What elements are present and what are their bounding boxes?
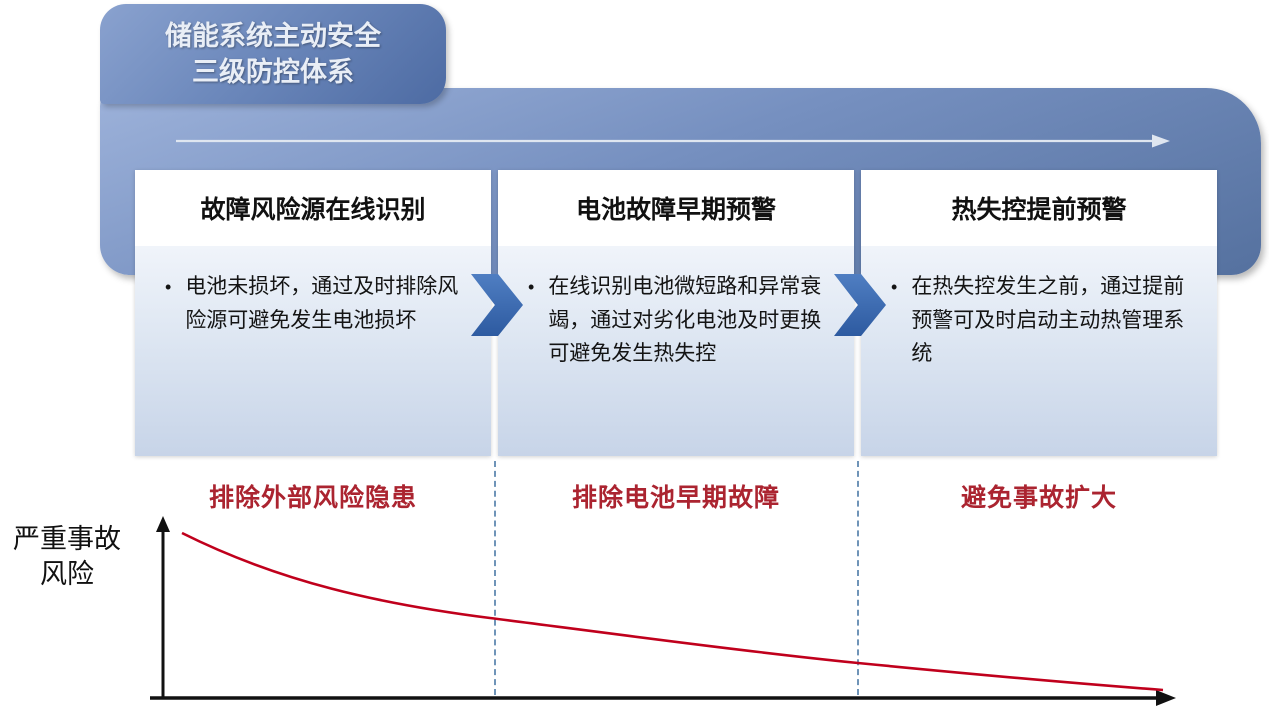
x-axis-arrowhead-icon [1156,690,1176,706]
stage-title: 故障风险源在线识别 [135,170,491,246]
y-axis-arrowhead-icon [156,516,170,532]
dashed-separator [857,461,859,695]
y-axis-label: 严重事故 风险 [8,522,126,592]
diagram-title-line2: 三级防控体系 [192,57,354,87]
diagram-title-line1: 储能系统主动安全 [165,20,381,51]
outcome-label-early-fault: 排除电池早期故障 [571,484,780,512]
dashed-separator [494,461,496,695]
stage-description: 在热失控发生之前，通过提前预警可及时启动主动热管理系统 [911,275,1185,366]
bullet-row: • 电池未损坏，通过及时排除风险源可避免发生电池损坏 [165,270,465,337]
bullet-icon: • [165,277,172,297]
stage-box-battery-fault-early-warning: 电池故障早期预警 • 在线识别电池微短路和异常衰竭，通过对劣化电池及时更换可避免… [498,170,854,456]
stage-box-thermal-runaway-warning: 热失控提前预警 • 在热失控发生之前，通过提前预警可及时启动主动热管理系统 [861,170,1217,456]
y-axis-label-line1: 严重事故 [13,524,121,554]
diagram-title-banner: 储能系统主动安全 三级防控体系 [100,4,446,104]
outcome-label-external-risk: 排除外部风险隐患 [208,484,417,512]
stage-box-risk-source-identification: 故障风险源在线识别 • 电池未损坏，通过及时排除风险源可避免发生电池损坏 [135,170,491,456]
bullet-row: • 在线识别电池微短路和异常衰竭，通过对劣化电池及时更换可避免发生热失控 [528,270,828,371]
timeline-arrow-icon [176,134,1170,148]
risk-curve [181,531,1164,692]
stage-description: 在线识别电池微短路和异常衰竭，通过对劣化电池及时更换可避免发生热失控 [548,275,822,366]
stage-description: 电池未损坏，通过及时排除风险源可避免发生电池损坏 [185,275,459,332]
bullet-row: • 在热失控发生之前，通过提前预警可及时启动主动热管理系统 [891,270,1191,371]
y-axis-label-line2: 风险 [40,559,94,590]
stage-body: • 在热失控发生之前，通过提前预警可及时启动主动热管理系统 [861,246,1217,456]
stage-title: 电池故障早期预警 [498,170,854,246]
bullet-icon: • [528,277,535,297]
stage-title: 热失控提前预警 [861,170,1217,246]
outcome-label-accident-expansion: 避免事故扩大 [960,484,1117,512]
bullet-icon: • [891,277,898,297]
stage-body: • 在线识别电池微短路和异常衰竭，通过对劣化电池及时更换可避免发生热失控 [498,246,854,456]
stage-body: • 电池未损坏，通过及时排除风险源可避免发生电池损坏 [135,246,491,456]
